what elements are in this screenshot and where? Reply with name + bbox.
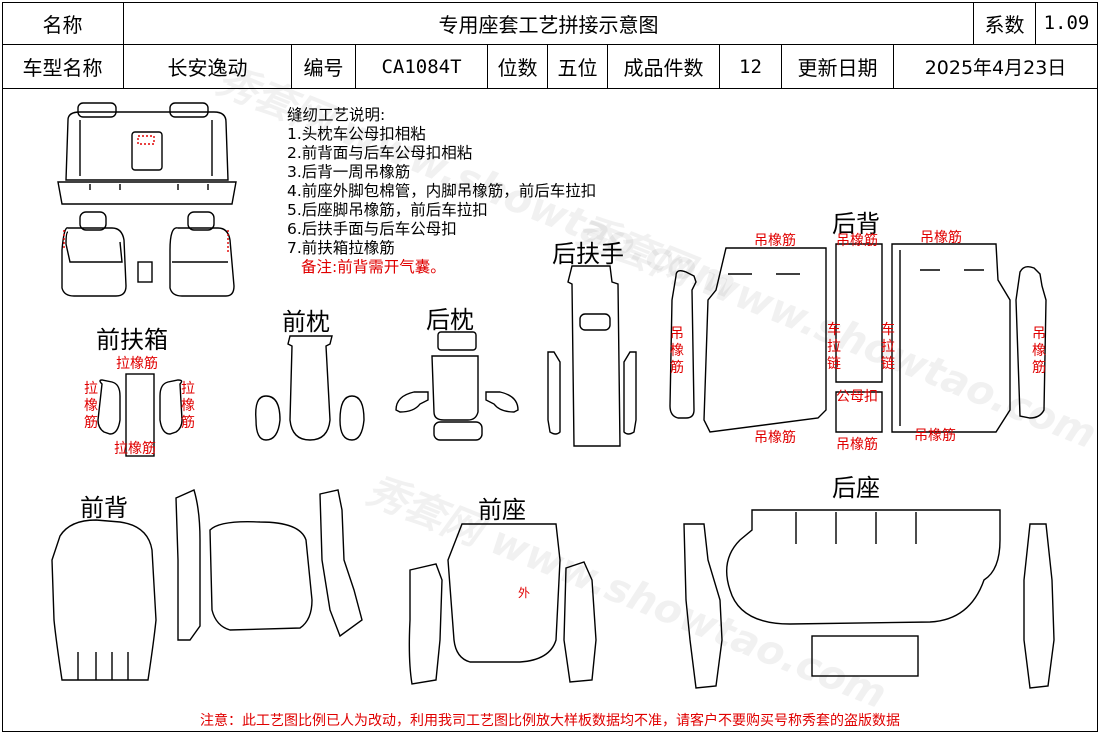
pieces-label: 成品件数 xyxy=(608,45,720,89)
sewing-notes: 缝纫工艺说明: 1.头枕车公母扣相粘 2.前背面与后车公母扣相粘 3.后背一周吊… xyxy=(287,106,596,277)
label-hang-elastic: 吊橡筋 xyxy=(670,326,684,376)
coef-value: 1.09 xyxy=(1036,2,1098,45)
coef-label: 系数 xyxy=(974,2,1036,45)
title-front-seat: 前座 xyxy=(478,496,526,524)
title-rear-headrest: 后枕 xyxy=(426,306,474,334)
model-value: 长安逸动 xyxy=(124,45,292,89)
title-front-back: 前背 xyxy=(80,494,128,522)
note-item: 1.头枕车公母扣相粘 xyxy=(287,125,426,143)
code-label: 编号 xyxy=(292,45,356,89)
front-back-pattern xyxy=(51,489,363,681)
name-label: 名称 xyxy=(2,2,124,45)
note-item: 2.前背面与后车公母扣相粘 xyxy=(287,144,473,162)
front-armbox-pattern xyxy=(97,373,183,457)
label-hang-elastic: 吊橡筋 xyxy=(836,437,878,453)
label-zipper: 车拉链 xyxy=(881,322,895,372)
label-pull-elastic: 拉橡筋 xyxy=(84,381,98,431)
front-headrest-pattern xyxy=(255,335,365,441)
code-value: CA1084T xyxy=(356,45,488,89)
notes-title: 缝纫工艺说明: xyxy=(287,106,386,124)
rear-armrest-pattern xyxy=(547,265,637,447)
label-pull-elastic: 拉橡筋 xyxy=(181,381,195,431)
title-rear-seat: 后座 xyxy=(832,474,880,502)
front-seat-pattern xyxy=(408,523,597,685)
title-rear-armrest: 后扶手 xyxy=(552,240,624,268)
title-rear-back: 后背 xyxy=(832,210,880,238)
date-label: 更新日期 xyxy=(782,45,894,89)
note-item: 6.后扶手面与后车公母扣 xyxy=(287,220,457,238)
note-item: 5.后座脚吊橡筋，前后车拉扣 xyxy=(287,201,488,219)
label-zipper: 车拉链 xyxy=(827,322,841,372)
label-outer: 外 xyxy=(518,586,531,600)
notes-remark: 备注:前背需开气囊。 xyxy=(301,258,446,276)
seats-label: 位数 xyxy=(488,45,548,89)
title-front-armbox: 前扶箱 xyxy=(96,326,168,354)
date-value: 2025年4月23日 xyxy=(894,45,1098,89)
label-hang-elastic: 吊橡筋 xyxy=(1032,326,1046,376)
seat-overview-icon xyxy=(57,102,237,297)
rear-back-pattern xyxy=(669,243,1047,433)
title-front-headrest: 前枕 xyxy=(282,308,330,336)
label-hang-elastic: 吊橡筋 xyxy=(754,233,796,249)
label-hang-elastic: 吊橡筋 xyxy=(914,428,956,444)
footer-warning: 注意：此工艺图比例已人为改动，利用我司工艺图比例放大样板数据均不准，请客户不要购… xyxy=(200,713,900,729)
note-item: 7.前扶箱拉橡筋 xyxy=(287,239,395,257)
label-pull-elastic: 拉橡筋 xyxy=(116,356,158,372)
label-snap: 公母扣 xyxy=(836,389,878,405)
sheet-title: 专用座套工艺拼接示意图 xyxy=(124,2,974,45)
label-hang-elastic: 吊橡筋 xyxy=(836,233,878,249)
rear-headrest-pattern xyxy=(395,331,519,441)
rear-seat-pattern xyxy=(683,509,1055,689)
seats-value: 五位 xyxy=(548,45,608,89)
pieces-value: 12 xyxy=(720,45,782,89)
label-hang-elastic: 吊橡筋 xyxy=(754,430,796,446)
note-item: 3.后背一周吊橡筋 xyxy=(287,163,411,181)
model-label: 车型名称 xyxy=(2,45,124,89)
label-hang-elastic: 吊橡筋 xyxy=(920,230,962,246)
label-pull-elastic: 拉橡筋 xyxy=(114,441,156,457)
note-item: 4.前座外脚包棉管，内脚吊橡筋，前后车拉扣 xyxy=(287,182,597,200)
